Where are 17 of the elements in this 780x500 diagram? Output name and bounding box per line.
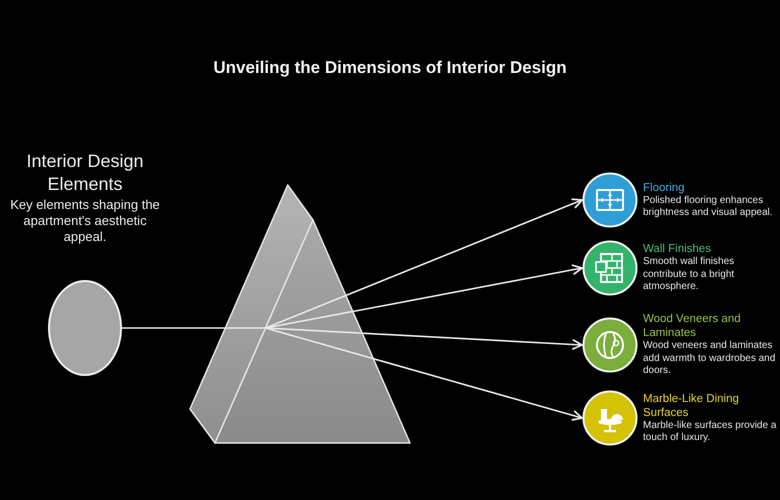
node-description: Key elements shaping the apartment's aesthetic appeal. xyxy=(9,197,161,245)
item-title: Marble-Like Dining Surfaces xyxy=(643,392,740,420)
arrow xyxy=(352,264,583,312)
item-title: Wall Finishes xyxy=(643,242,712,256)
item-description: Wood veneers and laminates add warmth to wardrobes and doors. xyxy=(643,340,776,378)
item-description: Smooth wall finishes contribute to a bright atmosphere. xyxy=(643,256,736,294)
item-title: Wood Veneers and Laminates xyxy=(643,312,742,340)
item-title: Flooring xyxy=(643,180,686,194)
node-heading: Interior Design Elements xyxy=(25,150,145,196)
title: Unveiling the Dimensions of Interior Design xyxy=(212,58,568,78)
arrow xyxy=(361,332,583,350)
connector-line xyxy=(121,327,226,329)
item-description: Polished flooring enhances brightness and visual appeal. xyxy=(643,194,774,220)
arrow xyxy=(372,358,583,421)
arrow xyxy=(345,198,583,296)
item-description: Marble-like surfaces provide a touch of luxury. xyxy=(643,420,778,444)
prism-illustration xyxy=(188,183,412,445)
